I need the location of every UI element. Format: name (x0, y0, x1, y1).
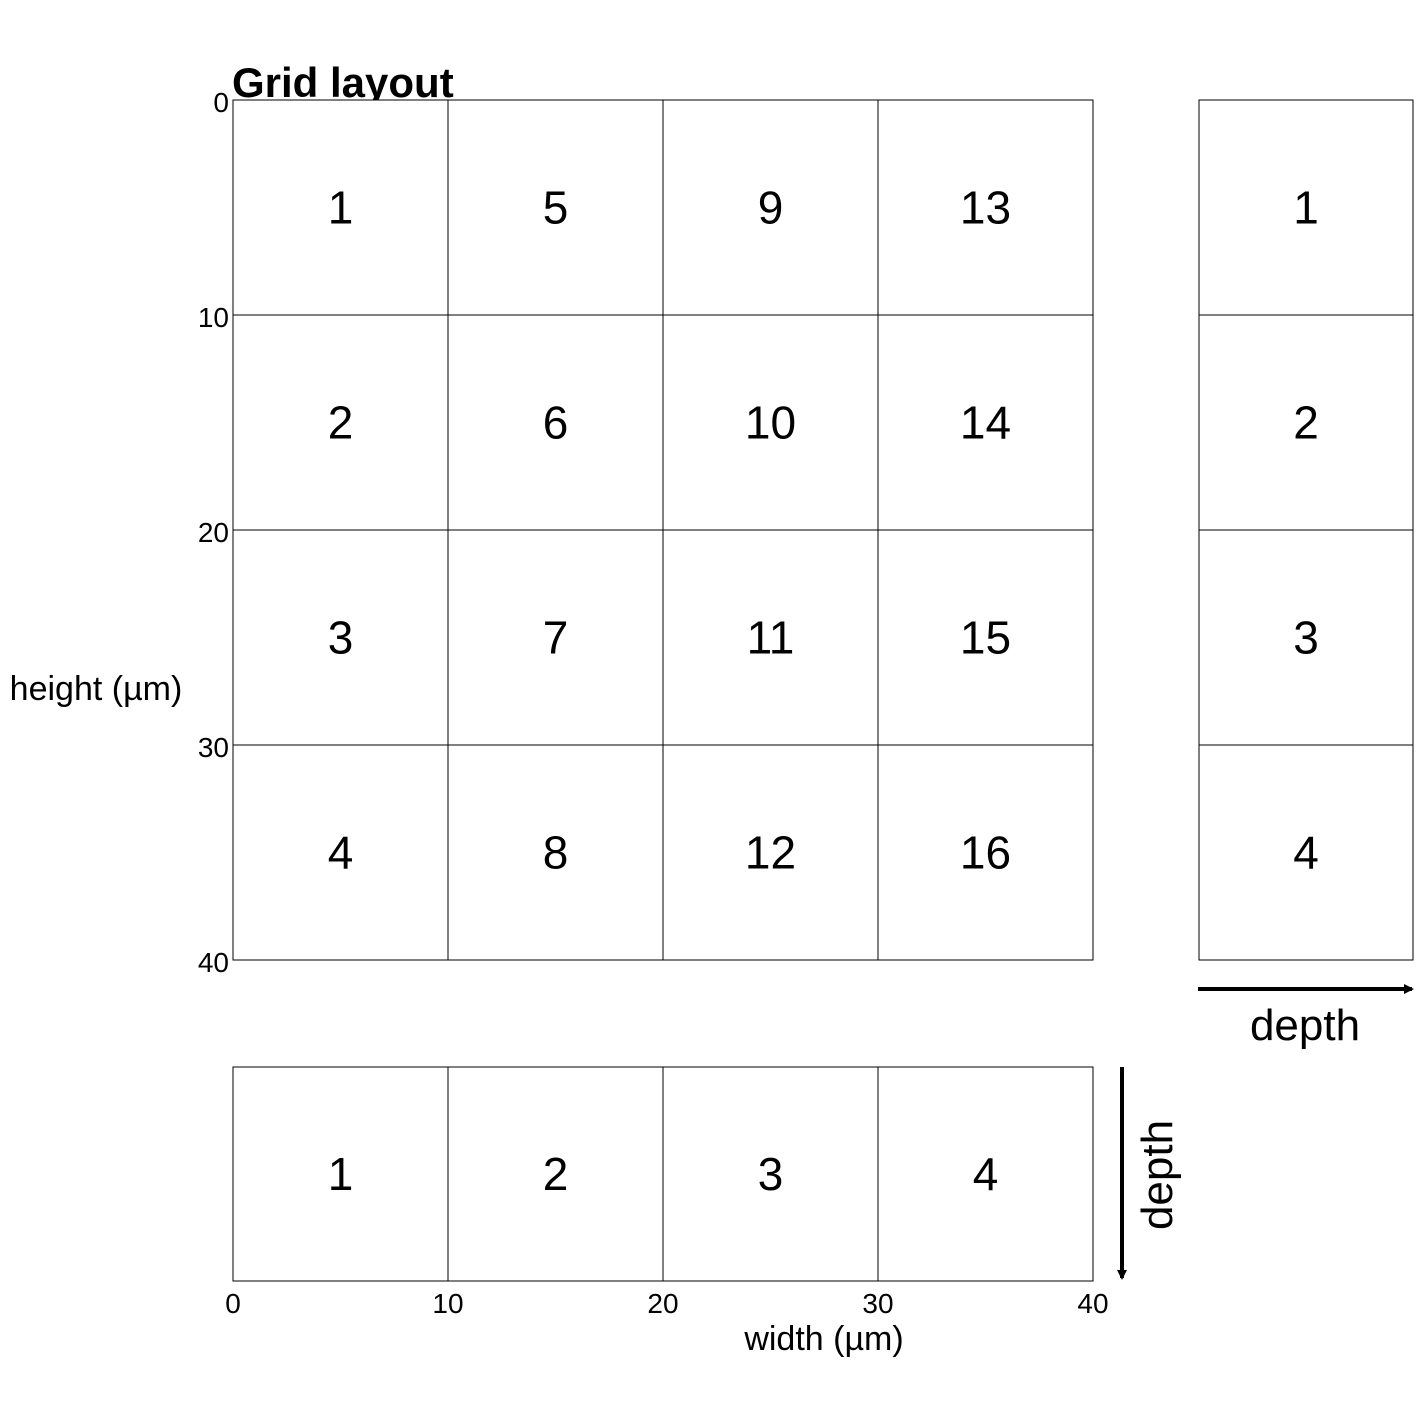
right-strip-cell (1198, 314, 1414, 531)
bottom-depth-strip: 1 2 3 4 (232, 1066, 1094, 1282)
grid-cell (447, 744, 664, 961)
bottom-strip-cell (877, 1066, 1094, 1282)
grid-cell (447, 99, 664, 316)
grid-cell-label: 4 (328, 827, 354, 879)
grid-cell-label: 5 (543, 182, 569, 234)
grid-cell-label: 2 (328, 397, 354, 449)
depth-label-right: depth (1250, 1001, 1360, 1050)
depth-label-down: depth (1133, 1120, 1182, 1230)
grid-cell-label: 16 (960, 827, 1011, 879)
grid-cell (447, 314, 664, 531)
figure-title: Grid layout (232, 59, 454, 106)
grid-cell (877, 744, 1094, 961)
grid-cell (232, 744, 449, 961)
right-strip-cell (1198, 529, 1414, 746)
grid-cell-label: 15 (960, 612, 1011, 664)
y-tick-label: 0 (213, 87, 229, 118)
right-depth-strip: 1 2 3 4 (1198, 99, 1414, 961)
bottom-strip-cell (232, 1066, 449, 1282)
grid-cell-label: 10 (745, 397, 796, 449)
grid-cell-label: 12 (745, 827, 796, 879)
grid-cell-label: 14 (960, 397, 1011, 449)
grid-cell-label: 1 (328, 182, 354, 234)
x-axis-label: width (µm) (743, 1320, 903, 1358)
x-tick-label: 20 (647, 1288, 678, 1319)
x-tick-label: 40 (1077, 1288, 1108, 1319)
grid-cell-label: 9 (758, 182, 784, 234)
bottom-strip-cell-label: 1 (328, 1148, 354, 1200)
grid-cell-label: 6 (543, 397, 569, 449)
right-strip-cell-label: 4 (1293, 827, 1319, 879)
grid-cell (877, 529, 1094, 746)
grid-cell (662, 99, 879, 316)
grid-cell (877, 99, 1094, 316)
grid-cell (232, 99, 449, 316)
grid-cell-label: 7 (543, 612, 569, 664)
grid-cell (877, 314, 1094, 531)
right-strip-cell-label: 2 (1293, 397, 1319, 449)
y-tick-label: 40 (198, 947, 229, 978)
right-strip-cell (1198, 744, 1414, 961)
y-tick-label: 10 (198, 302, 229, 333)
grid-cell-label: 13 (960, 182, 1011, 234)
bottom-strip-cell-label: 2 (543, 1148, 569, 1200)
x-axis-ticks: 0 10 20 30 40 (225, 1288, 1108, 1319)
x-tick-label: 0 (225, 1288, 241, 1319)
grid-cell (232, 314, 449, 531)
grid-cell-label: 3 (328, 612, 354, 664)
y-axis-label: height (µm) (10, 670, 183, 708)
right-strip-cell-label: 3 (1293, 612, 1319, 664)
grid-cell (447, 529, 664, 746)
grid-cell-label: 8 (543, 827, 569, 879)
grid-cell-label: 11 (747, 612, 795, 664)
bottom-strip-cell-label: 3 (758, 1148, 784, 1200)
y-tick-label: 30 (198, 732, 229, 763)
grid-cell (662, 314, 879, 531)
bottom-strip-cell (447, 1066, 664, 1282)
bottom-strip-cell-label: 4 (973, 1148, 999, 1200)
right-strip-cell-label: 1 (1293, 182, 1319, 234)
y-axis-ticks: 0 10 20 30 40 (198, 87, 229, 978)
x-tick-label: 10 (432, 1288, 463, 1319)
bottom-strip-cell (662, 1066, 879, 1282)
right-strip-cell (1198, 99, 1414, 316)
grid-cell (662, 744, 879, 961)
y-tick-label: 20 (198, 517, 229, 548)
x-tick-label: 30 (862, 1288, 893, 1319)
